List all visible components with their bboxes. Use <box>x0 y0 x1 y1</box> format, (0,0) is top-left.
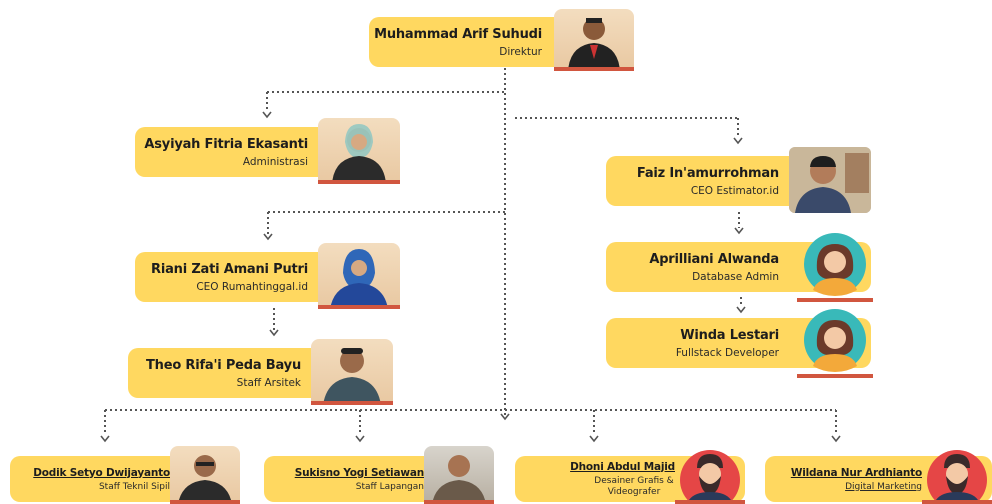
theo-photo <box>311 339 393 405</box>
node-theo: Theo Rifa'i Peda Bayu Staff Arsitek <box>128 339 393 405</box>
node-dhoni: Dhoni Abdul Majid Desainer Grafis & Vide… <box>515 450 745 504</box>
female-avatar-icon <box>804 233 866 296</box>
dhoni-name: Dhoni Abdul Majid <box>570 460 675 473</box>
theo-name: Theo Rifa'i Peda Bayu <box>145 357 301 373</box>
wildana-role: Digital Marketing <box>845 481 922 492</box>
dodik-name: Dodik Setyo Dwijayanto <box>33 466 170 479</box>
node-aprilliani: Aprilliani Alwanda Database Admin <box>606 233 873 302</box>
director-role: Direktur <box>499 45 542 58</box>
person-photo-icon <box>332 124 386 180</box>
node-sukisno: Sukisno Yogi Setiawan Staff Lapangan <box>264 446 494 504</box>
sukisno-role: Staff Lapangan <box>355 481 424 492</box>
riani-photo <box>318 243 400 309</box>
dodik-photo <box>170 446 240 504</box>
faiz-photo <box>789 147 871 213</box>
asyiyah-role: Administrasi <box>242 155 308 168</box>
faiz-name: Faiz In'amurrohman <box>636 165 779 181</box>
person-photo-icon <box>330 249 388 305</box>
winda-role: Fullstack Developer <box>675 346 779 359</box>
winda-avatar <box>795 308 875 378</box>
asyiyah-photo <box>318 118 400 184</box>
female-avatar-icon <box>804 309 866 372</box>
person-photo-icon <box>432 455 486 500</box>
director-name: Muhammad Arif Suhudi <box>374 26 542 42</box>
node-dodik: Dodik Setyo Dwijayanto Staff Teknil Sipi… <box>10 446 240 504</box>
person-photo-icon <box>789 147 871 213</box>
dhoni-role: Desainer Grafis & Videografer <box>594 475 674 497</box>
dodik-role: Staff Teknil Sipil <box>98 481 170 492</box>
winda-name: Winda Lestari <box>680 327 779 343</box>
wildana-avatar <box>922 446 992 504</box>
node-asyiyah: Asyiyah Fitria Ekasanti Administrasi <box>135 118 400 184</box>
sukisno-photo <box>424 446 494 504</box>
person-photo-icon <box>178 455 232 500</box>
riani-role: CEO Rumahtinggal.id <box>196 280 308 293</box>
dhoni-avatar <box>675 446 745 504</box>
sukisno-name: Sukisno Yogi Setiawan <box>294 466 424 479</box>
director-photo <box>554 9 634 71</box>
asyiyah-name: Asyiyah Fitria Ekasanti <box>144 136 308 152</box>
node-director: Muhammad Arif Suhudi Direktur <box>369 9 634 71</box>
node-wildana: Wildana Nur Ardhianto Digital Marketing <box>765 450 992 504</box>
aprilliani-name: Aprilliani Alwanda <box>649 251 779 267</box>
faiz-role: CEO Estimator.id <box>690 184 779 197</box>
node-faiz: Faiz In'amurrohman CEO Estimator.id <box>606 147 871 213</box>
theo-role: Staff Arsitek <box>236 376 301 389</box>
node-riani: Riani Zati Amani Putri CEO Rumahtinggal.… <box>135 243 400 309</box>
person-photo-icon <box>323 348 381 401</box>
aprilliani-avatar <box>795 232 875 302</box>
riani-name: Riani Zati Amani Putri <box>151 261 308 277</box>
male-avatar-icon <box>927 450 987 500</box>
person-photo-icon <box>568 18 620 67</box>
male-avatar-icon <box>680 450 740 500</box>
aprilliani-role: Database Admin <box>692 270 779 283</box>
node-winda: Winda Lestari Fullstack Developer <box>606 309 873 378</box>
wildana-name: Wildana Nur Ardhianto <box>790 466 922 479</box>
